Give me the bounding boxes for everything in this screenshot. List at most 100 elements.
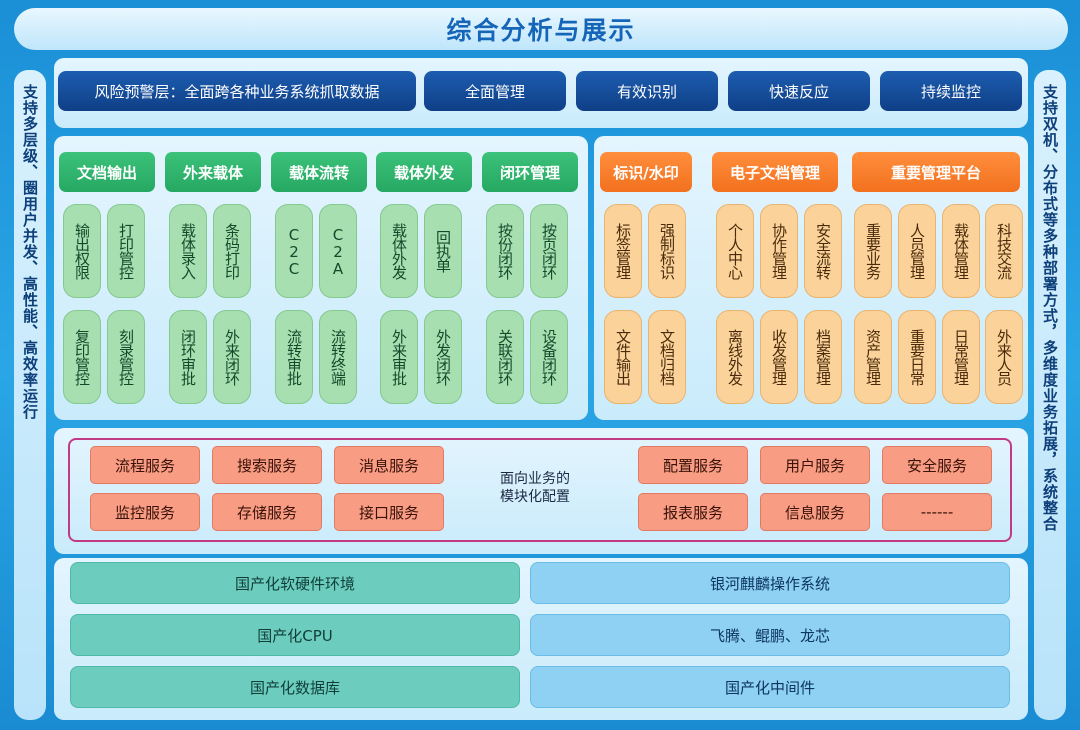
orange-module-pill: 强制标识 xyxy=(648,204,686,298)
orange-group-header: 电子文档管理 xyxy=(712,152,838,192)
pill-label: 设备闭环 xyxy=(540,329,558,385)
green-module-pill: 回执单 xyxy=(424,204,462,298)
orange-module-pill: 资产管理 xyxy=(854,310,892,404)
pill-label: 关联闭环 xyxy=(496,329,514,385)
green-module-pill: 按页闭环 xyxy=(530,204,568,298)
pill-label: 人员管理 xyxy=(908,223,926,279)
pill-label: 按份闭环 xyxy=(496,223,514,279)
service-item: 用户服务 xyxy=(760,446,870,484)
green-module-pill: 输出权限 xyxy=(63,204,101,298)
green-module-pill: 复印管控 xyxy=(63,310,101,404)
pill-label: C2A xyxy=(329,225,347,277)
green-module-pill: 载体录入 xyxy=(169,204,207,298)
modular-config-line1: 面向业务的 xyxy=(500,471,570,487)
service-item: 接口服务 xyxy=(334,493,444,531)
green-module-pill: 外来闭环 xyxy=(213,310,251,404)
pill-label: 外来人员 xyxy=(995,329,1013,385)
risk-item: 快速反应 xyxy=(728,71,870,111)
service-item: 信息服务 xyxy=(760,493,870,531)
pill-label: C2C xyxy=(285,225,303,277)
green-module-pill: 闭环审批 xyxy=(169,310,207,404)
service-item: 监控服务 xyxy=(90,493,200,531)
orange-module-pill: 安全流转 xyxy=(804,204,842,298)
green-module-pill: 载体外发 xyxy=(380,204,418,298)
green-module-pill: 打印管控 xyxy=(107,204,145,298)
services-frame xyxy=(68,438,1012,542)
base-right-item: 国产化中间件 xyxy=(530,666,1010,708)
service-item: 搜索服务 xyxy=(212,446,322,484)
orange-module-pill: 重要业务 xyxy=(854,204,892,298)
pill-label: 载体录入 xyxy=(179,223,197,279)
risk-layer-main: 风险预警层：全面跨各种业务系统抓取数据 xyxy=(58,71,416,111)
orange-module-pill: 人员管理 xyxy=(898,204,936,298)
pill-label: 流转终端 xyxy=(329,329,347,385)
pill-label: 流转审批 xyxy=(285,329,303,385)
service-item: 安全服务 xyxy=(882,446,992,484)
orange-module-pill: 外来人员 xyxy=(985,310,1023,404)
pill-label: 个人中心 xyxy=(726,223,744,279)
modular-config-label: 面向业务的 模块化配置 xyxy=(470,470,600,506)
pill-label: 收发管理 xyxy=(770,329,788,385)
green-group-header: 载体流转 xyxy=(271,152,367,192)
service-item: 消息服务 xyxy=(334,446,444,484)
pill-label: 日常管理 xyxy=(952,329,970,385)
green-module-pill: C2C xyxy=(275,204,313,298)
pill-label: 安全流转 xyxy=(814,223,832,279)
pill-label: 科技交流 xyxy=(995,223,1013,279)
orange-module-pill: 协作管理 xyxy=(760,204,798,298)
pill-label: 打印管控 xyxy=(117,223,135,279)
orange-module-pill: 离线外发 xyxy=(716,310,754,404)
green-module-pill: 刻录管控 xyxy=(107,310,145,404)
pill-label: 档案管理 xyxy=(814,329,832,385)
base-right-item: 银河麒麟操作系统 xyxy=(530,562,1010,604)
orange-module-pill: 文件输出 xyxy=(604,310,642,404)
pill-label: 标签管理 xyxy=(614,223,632,279)
orange-module-pill: 科技交流 xyxy=(985,204,1023,298)
pill-label: 资产管理 xyxy=(864,329,882,385)
pill-label: 离线外发 xyxy=(726,329,744,385)
orange-group-header: 重要管理平台 xyxy=(852,152,1020,192)
pill-label: 刻录管控 xyxy=(117,329,135,385)
green-module-pill: 流转审批 xyxy=(275,310,313,404)
service-item: 存储服务 xyxy=(212,493,322,531)
green-group-header: 外来载体 xyxy=(165,152,261,192)
pill-label: 闭环审批 xyxy=(179,329,197,385)
green-module-pill: 流转终端 xyxy=(319,310,357,404)
pill-label: 外来闭环 xyxy=(223,329,241,385)
pill-label: 文档归档 xyxy=(658,329,676,385)
green-module-pill: C2A xyxy=(319,204,357,298)
risk-panel: 风险预警层：全面跨各种业务系统抓取数据 全面管理 有效识别 快速反应 持续监控 xyxy=(54,58,1028,128)
pill-label: 重要业务 xyxy=(864,223,882,279)
green-module-pill: 外来审批 xyxy=(380,310,418,404)
pill-label: 回执单 xyxy=(434,230,452,272)
green-module-pill: 按份闭环 xyxy=(486,204,524,298)
orange-module-pill: 文档归档 xyxy=(648,310,686,404)
base-left-item: 国产化数据库 xyxy=(70,666,520,708)
orange-module-pill: 日常管理 xyxy=(942,310,980,404)
pill-label: 输出权限 xyxy=(73,223,91,279)
left-side-bar: 支持多层级、圈用户并发、高性能、高效率运行 xyxy=(14,70,46,720)
page-title: 综合分析与展示 xyxy=(14,8,1068,50)
pill-label: 外来审批 xyxy=(390,329,408,385)
right-side-bar: 支持双机、分布式等多种部署方式，多维度业务拓展，系统整合 xyxy=(1034,70,1066,720)
risk-item: 持续监控 xyxy=(880,71,1022,111)
orange-module-pill: 档案管理 xyxy=(804,310,842,404)
pill-label: 条码打印 xyxy=(223,223,241,279)
service-item: ------ xyxy=(882,493,992,531)
risk-item: 有效识别 xyxy=(576,71,718,111)
green-group-header: 文档输出 xyxy=(59,152,155,192)
orange-module-pill: 重要日常 xyxy=(898,310,936,404)
base-left-item: 国产化软硬件环境 xyxy=(70,562,520,604)
right-side-text: 支持双机、分布式等多种部署方式，多维度业务拓展，系统整合 xyxy=(1041,84,1059,532)
pill-label: 按页闭环 xyxy=(540,223,558,279)
left-side-text: 支持多层级、圈用户并发、高性能、高效率运行 xyxy=(21,84,39,420)
pill-label: 载体外发 xyxy=(390,223,408,279)
pill-label: 外发闭环 xyxy=(434,329,452,385)
pill-label: 载体管理 xyxy=(952,223,970,279)
base-left-item: 国产化CPU xyxy=(70,614,520,656)
modular-config-line2: 模块化配置 xyxy=(500,489,570,505)
pill-label: 重要日常 xyxy=(908,329,926,385)
green-module-pill: 设备闭环 xyxy=(530,310,568,404)
green-module-pill: 关联闭环 xyxy=(486,310,524,404)
green-group-header: 闭环管理 xyxy=(482,152,578,192)
